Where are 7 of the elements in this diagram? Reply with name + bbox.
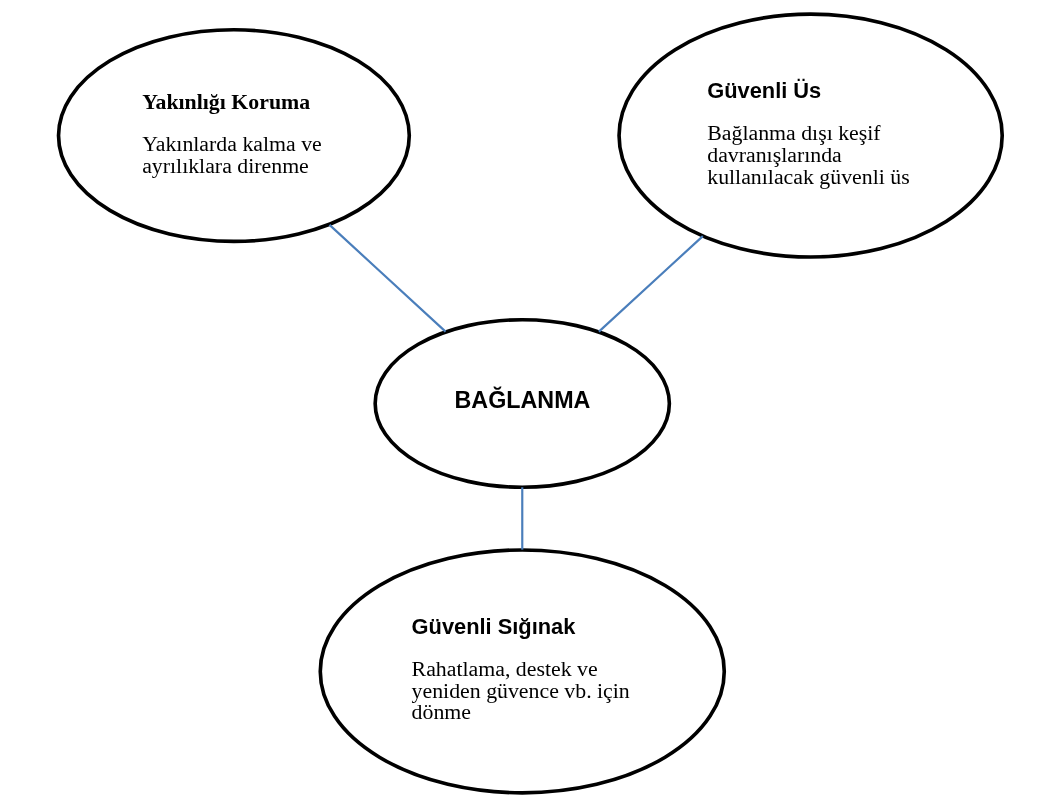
node-ellipse: Güvenli Üs Bağlanma dışı keşif davranışlarında kullanılacak güvenli üs [617, 12, 1005, 259]
connector [598, 235, 704, 333]
node-ellipse: BAĞLANMA [373, 317, 672, 490]
node-ellipse: Güvenli Sığınak Rahatlama, destek ve yeniden güvence vb. için dönme [318, 548, 727, 795]
node-ellipse: Yakınlığı Koruma Yakınlarda kalma ve ayrılıklara direnme [56, 27, 412, 244]
connector [328, 224, 447, 333]
connector [521, 487, 524, 550]
